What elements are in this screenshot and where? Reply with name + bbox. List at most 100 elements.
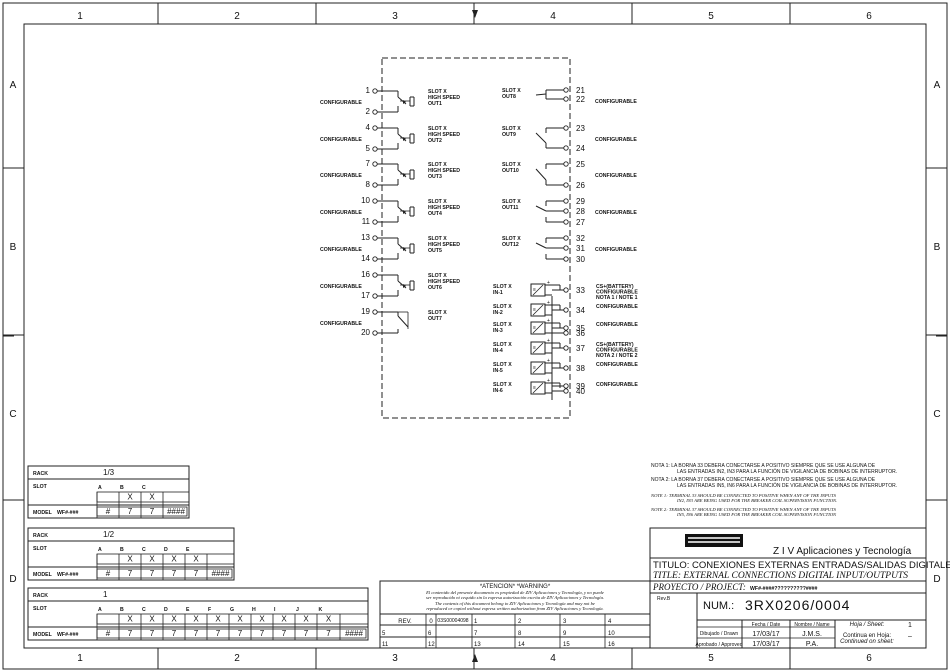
optocoupler-box xyxy=(530,341,546,355)
contact-function-label: CONFIGURABLE xyxy=(320,210,362,216)
wire xyxy=(535,168,547,181)
rev-grid-cell: 6 xyxy=(428,631,432,637)
model-row xyxy=(96,506,188,517)
zone-row-right-C: C xyxy=(933,409,940,420)
terminal-number: 26 xyxy=(576,181,585,190)
note-es-2b: LAS ENTRADAS IN5, IN6 PARA LA FUNCIÓN DE… xyxy=(677,482,897,489)
optocoupler-slash xyxy=(532,284,544,296)
note-en-1b: IN2, IN3 ARE BEING USED FOR THE BREAKER … xyxy=(676,498,837,504)
optocoupler-slash xyxy=(532,322,544,334)
slot-label: SLOT X xyxy=(502,126,521,132)
slot-mark: X xyxy=(259,615,265,624)
slot-label: IN-3 xyxy=(493,328,503,334)
zone-row-right-A: A xyxy=(934,80,941,91)
note-es-1b: LAS ENTRADAS IN2, IN3 PARA LA FUNCIÓN DE… xyxy=(677,468,897,475)
model-cell: 7 xyxy=(128,629,133,638)
slot-label: SLOT X xyxy=(502,88,521,94)
slot-letter: I xyxy=(274,607,276,613)
slot-label: OUT4 xyxy=(428,211,442,217)
note-es-1: NOTA 1: LA BORNA 33 DEBERA CONECTARSE A … xyxy=(651,463,876,469)
slot-label: SLOT X xyxy=(428,89,447,95)
slot-label: OUT6 xyxy=(428,285,442,291)
terminal-number: 28 xyxy=(576,207,585,216)
rev-grid-cell: 13 xyxy=(474,642,481,648)
slot-letter: G xyxy=(230,607,234,613)
attention-block: *ATENCION* *WARNING*El contenido del pre… xyxy=(379,580,651,649)
slot-label: HIGH SPEED xyxy=(428,242,460,248)
drawn-label: Dibujado / Drawn xyxy=(700,631,739,637)
slot-label: SLOT X xyxy=(428,162,447,168)
terminal-number: 14 xyxy=(361,254,370,263)
zone-col-top-3: 3 xyxy=(392,11,398,22)
terminal-circle xyxy=(372,330,378,336)
zone-row-left-B: B xyxy=(10,242,17,253)
terminal-circle xyxy=(372,109,378,115)
terminal-circle xyxy=(563,365,569,371)
input-symbol: ≡ xyxy=(533,287,536,293)
slot-mark: X xyxy=(237,615,243,624)
terminal-circle xyxy=(563,245,569,251)
slot-label: IN-1 xyxy=(493,290,503,296)
slot-label: OUT12 xyxy=(502,242,519,248)
model-label: MODEL xyxy=(33,632,53,638)
slot-label: OUT2 xyxy=(428,138,442,144)
slot-mark: X xyxy=(149,615,155,624)
slot-mark: X xyxy=(149,555,155,564)
model-cell: 7 xyxy=(128,569,133,578)
zone-col-bottom-1: 1 xyxy=(77,653,83,664)
approved-label: Aprobado / Approved xyxy=(696,642,743,648)
model-cell: # xyxy=(106,569,111,578)
rev-grid-cell: 16 xyxy=(608,642,615,648)
slot-letter: E xyxy=(186,607,190,613)
zone-row-right-D: D xyxy=(933,574,940,585)
contact-function-label: CONFIGURABLE xyxy=(595,99,637,105)
zone-col-top-2: 2 xyxy=(234,11,240,22)
zone-col-top-4: 4 xyxy=(550,11,556,22)
terminal-circle xyxy=(563,198,569,204)
rev-grid-cell: 11 xyxy=(382,642,389,648)
model-cell: 7 xyxy=(172,629,177,638)
slot-row xyxy=(96,553,235,565)
contact-function-label: CONFIGURABLE xyxy=(320,173,362,179)
model-cell: 7 xyxy=(128,507,133,516)
slot-letter: B xyxy=(120,607,124,613)
slot-letter: A xyxy=(98,485,102,491)
input-function-label: CONFIGURABLE xyxy=(596,382,638,388)
terminal-number: 7 xyxy=(366,159,371,168)
slot-letter: C xyxy=(142,607,146,613)
terminal-circle xyxy=(372,182,378,188)
terminal-circle xyxy=(563,145,569,151)
terminal-number: 19 xyxy=(361,307,370,316)
slot-mark: X xyxy=(193,555,199,564)
slot-letter: A xyxy=(98,547,102,553)
num-label: NUM.: xyxy=(703,600,734,612)
slot-label: SLOT X xyxy=(493,304,512,310)
static-switch-arrow xyxy=(403,247,406,251)
terminal-circle xyxy=(372,161,378,167)
slot-label: SLOT X xyxy=(428,199,447,205)
note-en-1: NOTE 1: TERMINAL 33 SHOULD BE CONNECTED … xyxy=(650,493,837,498)
model-cell: #### xyxy=(212,569,230,578)
terminal-number: 20 xyxy=(361,328,370,337)
plus-sign: + xyxy=(547,318,550,324)
slot-label: OUT3 xyxy=(428,174,442,180)
slot-label: OUT11 xyxy=(502,205,519,211)
model-cell: 7 xyxy=(326,629,331,638)
attention-en-1: The contents of this document belong to … xyxy=(435,601,595,606)
contact-function-label: CONFIGURABLE xyxy=(320,284,362,290)
slot-label: SLOT X xyxy=(502,162,521,168)
terminal-number: 17 xyxy=(361,291,370,300)
terminal-number: 37 xyxy=(576,344,585,353)
attention-heading: *ATENCION* *WARNING* xyxy=(480,584,551,590)
optocoupler-slash xyxy=(532,382,544,394)
terminal-number: 36 xyxy=(576,329,585,338)
attention-es-1: El contenido del presente documento es p… xyxy=(425,590,604,596)
